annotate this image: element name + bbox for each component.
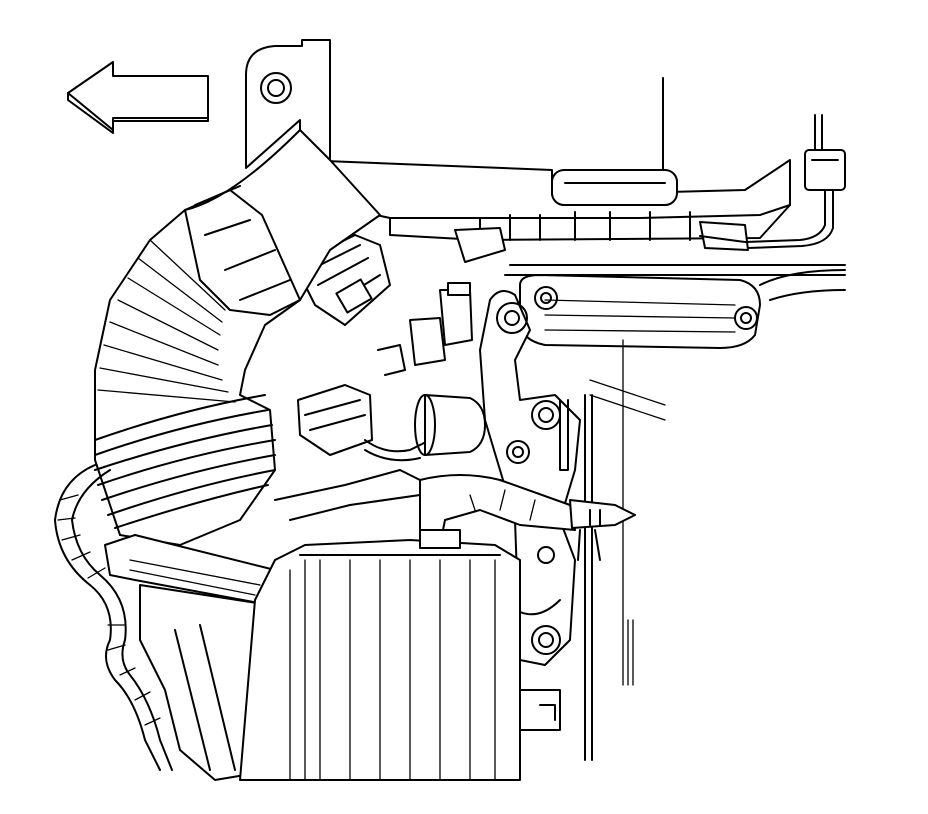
lower-rails bbox=[274, 379, 666, 521]
air-cleaner-housing bbox=[239, 529, 561, 781]
upper-bracket bbox=[245, 39, 664, 171]
sensor-module bbox=[377, 282, 486, 456]
wiring-harness bbox=[419, 474, 636, 561]
direction-arrow-left-icon bbox=[67, 61, 209, 134]
sensor-wire-connector bbox=[699, 114, 846, 249]
harness-conduit bbox=[54, 464, 173, 771]
electrical-connector-lower bbox=[297, 384, 431, 462]
upper-housing bbox=[299, 159, 791, 263]
throttle-body-bracket bbox=[504, 264, 846, 686]
air-intake-duct bbox=[94, 129, 381, 546]
